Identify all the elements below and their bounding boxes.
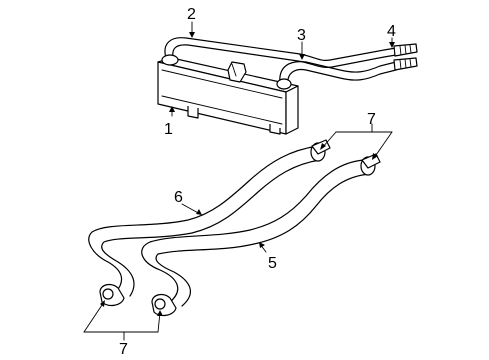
leader-lines bbox=[83, 21, 395, 341]
cooler-tube-upper bbox=[161, 37, 397, 68]
cooler-tube-lower bbox=[276, 61, 397, 90]
callout-1: 1 bbox=[164, 121, 173, 138]
callout-2: 2 bbox=[187, 6, 196, 23]
callout-6: 6 bbox=[174, 189, 183, 206]
oil-cooler bbox=[157, 57, 299, 135]
callout-5: 5 bbox=[268, 255, 277, 272]
hose-clamp bbox=[99, 139, 381, 317]
callout-4: 4 bbox=[387, 23, 396, 40]
callout-7-upper: 7 bbox=[367, 111, 376, 128]
callout-7-lower: 7 bbox=[119, 341, 128, 358]
callout-3: 3 bbox=[297, 27, 306, 44]
tube-fitting bbox=[393, 43, 418, 71]
return-hose bbox=[141, 159, 371, 307]
pressure-hose bbox=[88, 145, 321, 297]
